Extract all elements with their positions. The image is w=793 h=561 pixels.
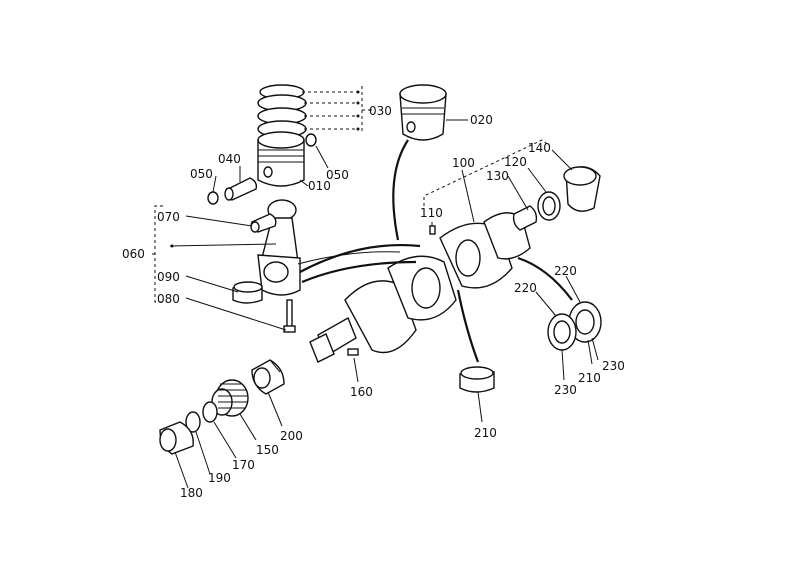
connecting-rod (257, 199, 301, 296)
label-220-left: 220 (514, 281, 537, 295)
piston-rings (257, 84, 307, 138)
ring-140 (563, 166, 601, 212)
label-070: 070 (157, 210, 180, 224)
label-060: 060 (122, 247, 145, 261)
crankpin-bearing (232, 281, 263, 304)
label-210-right: 210 (578, 371, 601, 385)
label-150: 150 (256, 443, 279, 457)
label-170: 170 (232, 458, 255, 472)
label-230-bottom: 230 (554, 383, 577, 397)
label-090: 090 (157, 270, 180, 284)
bearing-130 (512, 205, 538, 231)
label-140: 140 (528, 141, 551, 155)
piston-single (399, 84, 447, 141)
label-020: 020 (470, 113, 493, 127)
label-040: 040 (218, 152, 241, 166)
bearing-housing-right-inner (547, 313, 577, 351)
crankshaft-group-bracket (423, 139, 551, 212)
rings-bracket (302, 86, 368, 134)
label-050-left: 050 (190, 167, 213, 181)
leader-lines (169, 109, 599, 489)
key-160 (347, 348, 359, 356)
rod-bolt (283, 299, 296, 333)
bearing-200 (251, 359, 285, 395)
label-080: 080 (157, 292, 180, 306)
label-110: 110 (420, 206, 443, 220)
bearing-120 (537, 191, 561, 221)
circlip-left (207, 191, 219, 205)
collar-180 (159, 421, 194, 455)
label-200: 200 (280, 429, 303, 443)
circlip-right (305, 133, 317, 147)
dowel-110 (429, 225, 436, 235)
label-190: 190 (208, 471, 231, 485)
label-030: 030 (369, 104, 392, 118)
assembly-lines (297, 139, 573, 363)
label-130: 130 (486, 169, 509, 183)
part-labels: 030 020 010 050 040 050 070 060 090 080 … (122, 104, 625, 500)
label-180: 180 (180, 486, 203, 500)
piston-assembly (257, 131, 305, 187)
label-050-right: 050 (326, 168, 349, 182)
label-230-right: 230 (602, 359, 625, 373)
label-220-top: 220 (554, 264, 577, 278)
washer-170 (202, 401, 218, 423)
label-100: 100 (452, 156, 475, 170)
leader-dots (170, 90, 360, 248)
piston-pin (224, 177, 258, 201)
crankshaft (309, 212, 531, 363)
ring-190 (185, 411, 201, 433)
bearing-shell-210-lower (459, 366, 495, 393)
bearing-housing-right (568, 301, 602, 343)
label-010: 010 (308, 179, 331, 193)
label-120: 120 (504, 155, 527, 169)
label-160: 160 (350, 385, 373, 399)
rod-group-bracket (152, 205, 163, 303)
label-210-bottom: 210 (474, 426, 497, 440)
